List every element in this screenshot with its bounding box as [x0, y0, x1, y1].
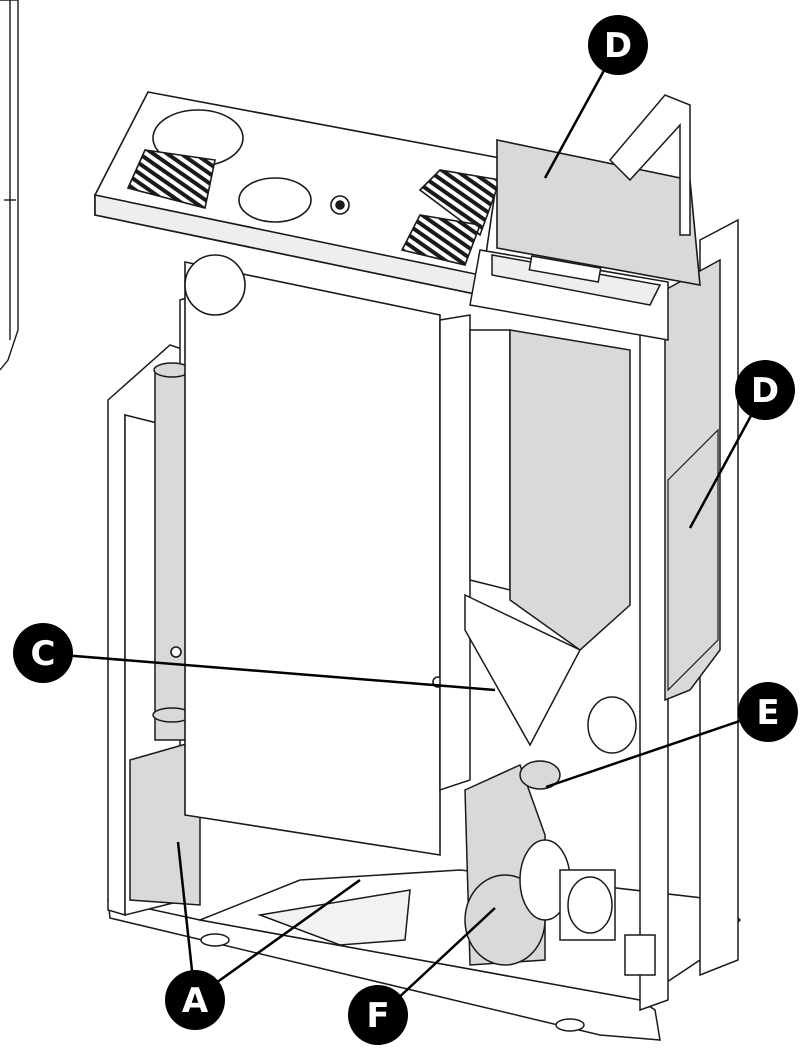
lid-hinge-frame — [608, 94, 691, 236]
combustion-fan-assembly — [464, 696, 656, 976]
callout-badge — [165, 970, 225, 1030]
callout-a-label: A — [182, 981, 209, 1021]
top-cover — [94, 91, 502, 296]
callout-d-right: D — [735, 360, 795, 420]
air-inlet-panel — [129, 739, 201, 906]
callout-f-label: F — [366, 996, 389, 1036]
callout-d-top-label: D — [604, 26, 632, 66]
side-panel-inner — [667, 428, 719, 692]
callout-badge — [738, 682, 798, 742]
callout-e-label: E — [756, 693, 779, 733]
front-panel — [170, 254, 444, 856]
callout-f: F — [348, 985, 408, 1045]
control-panel — [469, 249, 669, 341]
callout-c-label: C — [31, 634, 56, 674]
callout-badge — [348, 985, 408, 1045]
exhaust-pipe — [152, 362, 192, 741]
left-edge-frame — [0, 0, 19, 371]
callout-e: E — [738, 682, 798, 742]
callout-d-top: D — [588, 15, 648, 75]
callout-badge — [13, 623, 73, 683]
callout-a: A — [165, 970, 225, 1030]
pellet-hopper — [464, 329, 631, 747]
callout-d-right-label: D — [751, 371, 779, 411]
callout-badge — [588, 15, 648, 75]
callout-c: C — [13, 623, 73, 683]
callout-badge — [735, 360, 795, 420]
